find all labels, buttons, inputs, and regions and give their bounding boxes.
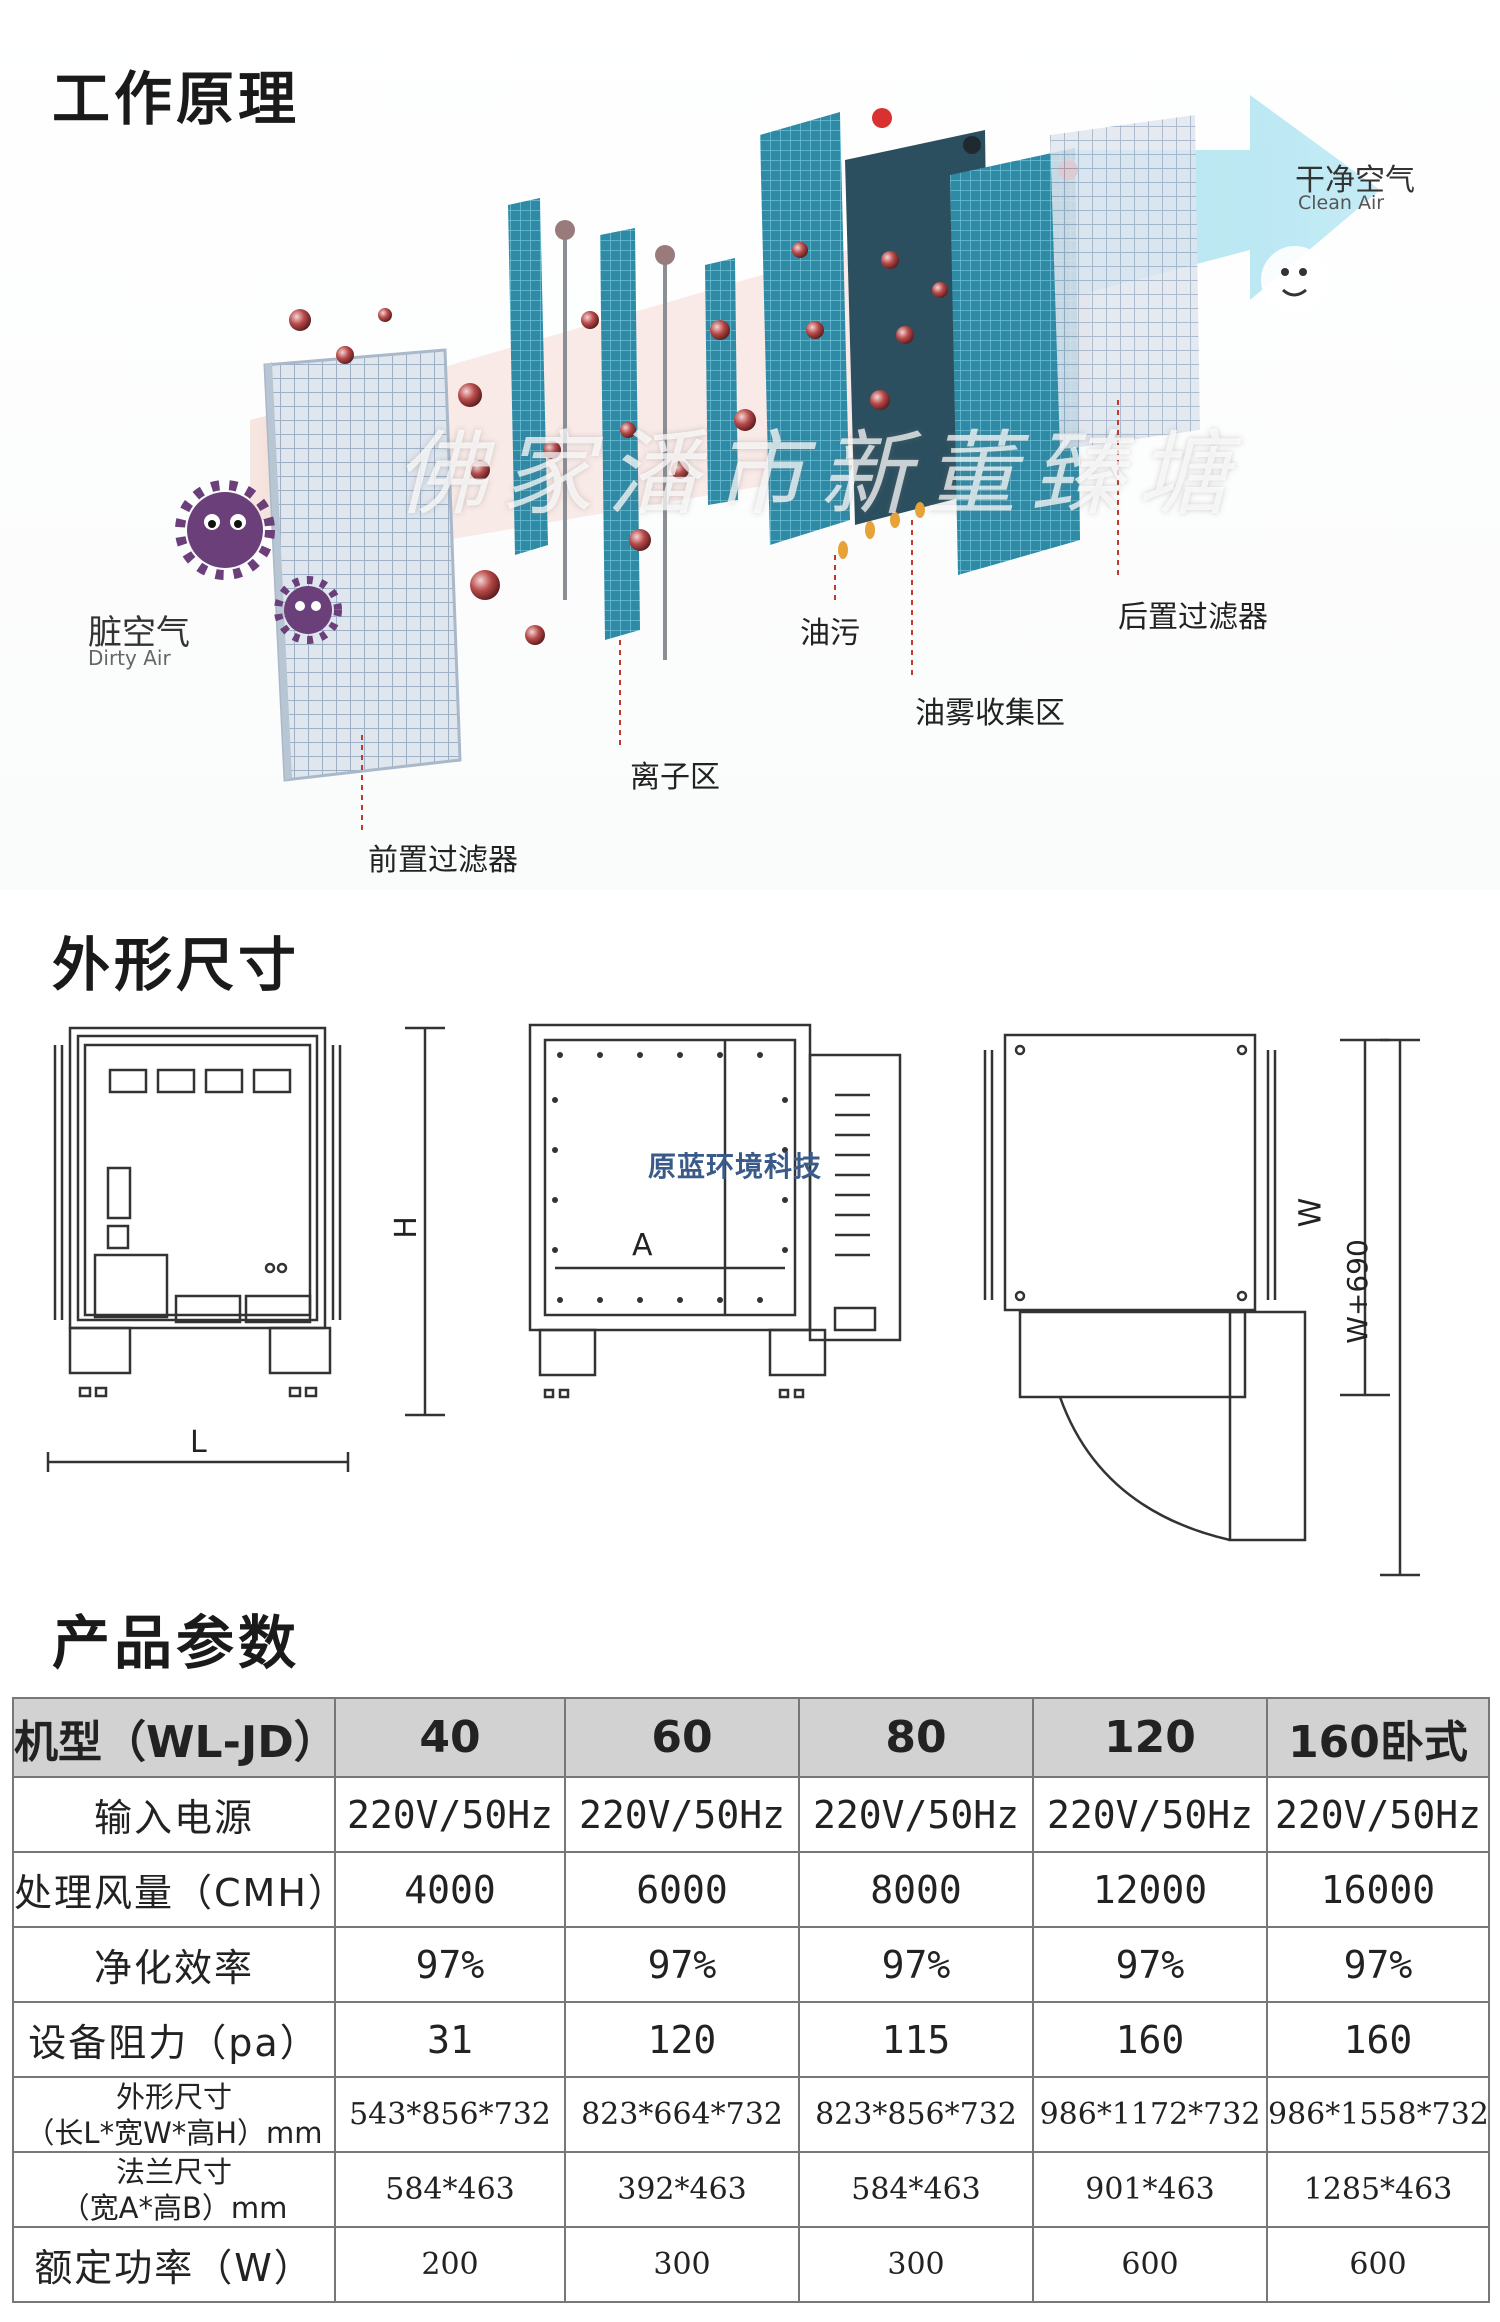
header-cell: 机型（WL-JD） xyxy=(12,1697,336,1778)
table-cell: 823*664*732 xyxy=(564,2076,800,2153)
dim-label-W: W xyxy=(1293,1197,1329,1228)
table-cell: 200 xyxy=(334,2226,566,2303)
table-cell: 220V/50Hz xyxy=(334,1776,566,1853)
header-cell: 160卧式 xyxy=(1266,1697,1490,1778)
table-cell: 1285*463 xyxy=(1266,2151,1490,2228)
table-cell: 901*463 xyxy=(1032,2151,1268,2228)
table-cell: 823*856*732 xyxy=(798,2076,1034,2153)
dim-label-H: H xyxy=(388,1216,424,1239)
header-cell: 120 xyxy=(1032,1697,1268,1778)
oil-drips xyxy=(838,502,925,559)
table-row: 外形尺寸 （长L*宽W*高H）mm 543*856*732 823*664*73… xyxy=(12,2076,1490,2153)
dim-label-L: L xyxy=(190,1425,207,1460)
pre-filter-label: 前置过滤器 xyxy=(368,843,518,878)
table-header-row: 机型（WL-JD） 40 60 80 120 160卧式 xyxy=(12,1697,1490,1778)
table-cell: 220V/50Hz xyxy=(1032,1776,1268,1853)
params-table: 机型（WL-JD） 40 60 80 120 160卧式 输入电源 220V/5… xyxy=(12,1697,1490,2303)
header-cell: 80 xyxy=(798,1697,1034,1778)
row-label-line2: （宽A*高B）mm xyxy=(60,2190,288,2225)
row-label: 净化效率 xyxy=(12,1926,336,2003)
dirty-air-label-en: Dirty Air xyxy=(88,646,171,670)
principle-section: 工作原理 xyxy=(0,0,1500,890)
table-cell: 8000 xyxy=(798,1851,1034,1928)
dirty-air-label: 脏空气 xyxy=(88,613,190,653)
top-view xyxy=(983,1033,1420,1577)
post-filter-panel xyxy=(1050,115,1200,450)
clean-air-label-en: Clean Air xyxy=(1298,192,1385,214)
ion-plate-1 xyxy=(508,198,548,555)
table-row: 额定功率（W） 200 300 300 600 600 xyxy=(12,2226,1490,2303)
clean-air-icon xyxy=(1261,246,1329,314)
oil-mist-collection-label: 油雾收集区 xyxy=(915,696,1065,731)
table-cell: 600 xyxy=(1032,2226,1268,2303)
row-label: 额定功率（W） xyxy=(12,2226,336,2303)
row-label-line1: 外形尺寸 xyxy=(115,2079,232,2114)
principle-title: 工作原理 xyxy=(52,65,301,133)
pollutant-particles xyxy=(289,242,948,645)
table-cell: 97% xyxy=(564,1926,800,2003)
table-cell: 220V/50Hz xyxy=(564,1776,800,1853)
table-cell: 300 xyxy=(564,2226,800,2303)
collector-plate-1 xyxy=(760,112,850,545)
table-cell: 600 xyxy=(1266,2226,1490,2303)
row-label: 法兰尺寸 （宽A*高B）mm xyxy=(12,2151,336,2228)
dim-label-A: A xyxy=(632,1228,653,1263)
table-cell: 97% xyxy=(334,1926,566,2003)
row-label: 设备阻力（pa） xyxy=(12,2001,336,2078)
table-cell: 986*1172*732 xyxy=(1032,2076,1268,2153)
table-cell: 584*463 xyxy=(334,2151,566,2228)
collector-plate-3 xyxy=(950,148,1080,575)
row-label: 外形尺寸 （长L*宽W*高H）mm xyxy=(12,2076,336,2153)
table-row: 设备阻力（pa） 31 120 115 160 160 xyxy=(12,2001,1490,2078)
dimensions-drawings xyxy=(46,1023,1420,1577)
table-cell: 300 xyxy=(798,2226,1034,2303)
params-title: 产品参数 xyxy=(52,1609,301,1677)
table-cell: 160 xyxy=(1266,2001,1490,2078)
row-label: 处理风量（CMH） xyxy=(12,1851,336,1928)
table-cell: 220V/50Hz xyxy=(1266,1776,1490,1853)
table-cell: 97% xyxy=(798,1926,1034,2003)
ion-zone-label: 离子区 xyxy=(630,760,720,795)
table-cell: 4000 xyxy=(334,1851,566,1928)
table-cell: 160 xyxy=(1032,2001,1268,2078)
watermark-dimensions: 原蓝环境科技 xyxy=(648,1150,823,1183)
dirty-air-icon xyxy=(175,480,342,644)
table-cell: 115 xyxy=(798,2001,1034,2078)
table-cell: 6000 xyxy=(564,1851,800,1928)
row-label-line1: 法兰尺寸 xyxy=(115,2154,232,2189)
table-cell: 392*463 xyxy=(564,2151,800,2228)
table-cell: 220V/50Hz xyxy=(798,1776,1034,1853)
front-view xyxy=(46,1026,445,1472)
row-label: 输入电源 xyxy=(12,1776,336,1853)
table-cell: 31 xyxy=(334,2001,566,2078)
table-cell: 584*463 xyxy=(798,2151,1034,2228)
post-filter-label: 后置过滤器 xyxy=(1118,600,1268,635)
table-cell: 120 xyxy=(564,2001,800,2078)
header-cell: 60 xyxy=(564,1697,800,1778)
table-row: 法兰尺寸 （宽A*高B）mm 584*463 392*463 584*463 9… xyxy=(12,2151,1490,2228)
clean-air-label: 干净空气 xyxy=(1295,163,1415,198)
table-cell: 986*1558*732 xyxy=(1266,2076,1490,2153)
dim-label-W690: W+690 xyxy=(1340,1239,1374,1344)
watermark-principle: 佛家潘市新董臻塘 xyxy=(395,421,1244,528)
table-row: 处理风量（CMH） 4000 6000 8000 12000 16000 xyxy=(12,1851,1490,1928)
table-row: 净化效率 97% 97% 97% 97% 97% xyxy=(12,1926,1490,2003)
table-cell: 97% xyxy=(1266,1926,1490,2003)
table-row: 输入电源 220V/50Hz 220V/50Hz 220V/50Hz 220V/… xyxy=(12,1776,1490,1853)
side-view xyxy=(528,1023,902,1399)
table-cell: 16000 xyxy=(1266,1851,1490,1928)
table-cell: 543*856*732 xyxy=(334,2076,566,2153)
dimensions-title: 外形尺寸 xyxy=(52,931,301,999)
header-cell: 40 xyxy=(334,1697,566,1778)
oil-stain-label: 油污 xyxy=(800,616,860,651)
table-cell: 97% xyxy=(1032,1926,1268,2003)
row-label-line2: （长L*宽W*高H）mm xyxy=(25,2115,323,2150)
ion-plate-3 xyxy=(705,258,738,505)
table-cell: 12000 xyxy=(1032,1851,1268,1928)
principle-diagram xyxy=(175,95,1380,830)
